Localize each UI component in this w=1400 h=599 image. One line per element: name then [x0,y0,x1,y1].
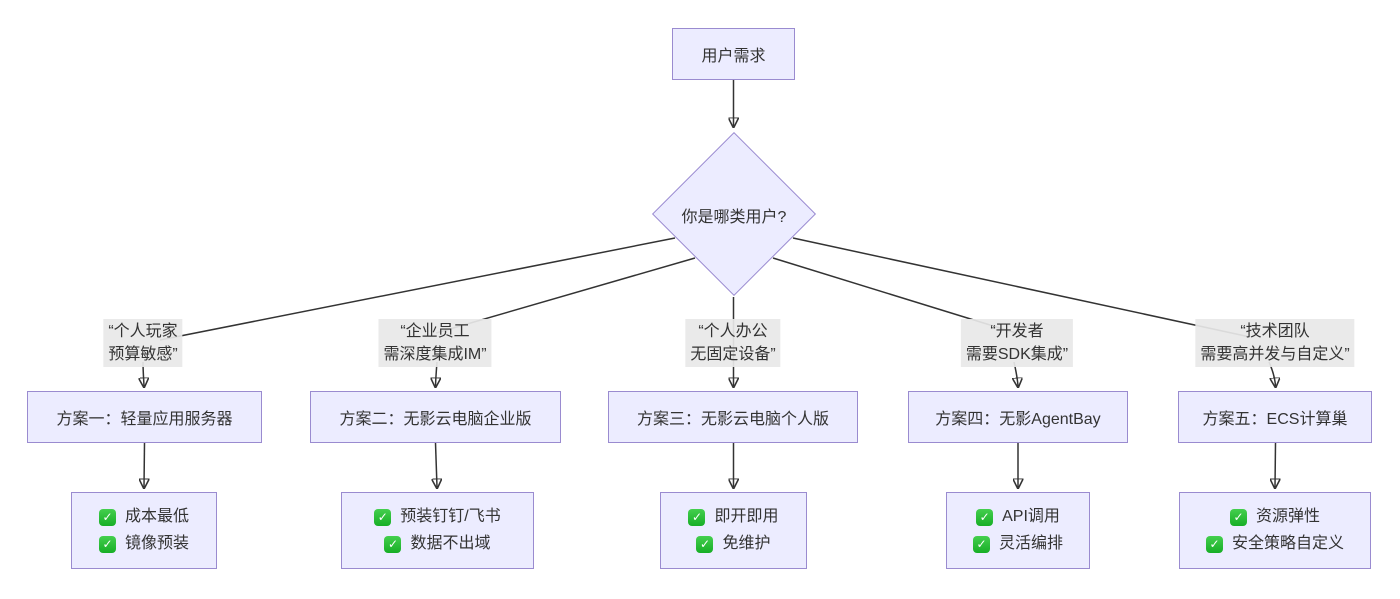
solution-node-2-label: 方案二：无影云电脑企业版 [339,411,532,428]
result-node-2: ✓ 预装钉钉/飞书 ✓ 数据不出域 [341,492,534,569]
check-icon: ✓ [972,535,990,553]
benefit-text: 数据不出域 [410,535,491,552]
edge-label-tech-team: “技术团队 需要高并发与自定义” [1195,319,1355,367]
edge-label-enterprise-employee: “企业员工 需深度集成IM” [378,319,492,367]
check-icon: ✓ [98,508,116,526]
solution-node-2: 方案二：无影云电脑企业版 [310,391,561,443]
edge-label-line: “企业员工 [400,323,470,340]
edge-label-line: 需深度集成IM” [383,346,487,363]
benefit-text: 免维护 [722,535,771,552]
benefit-line: ✓ 资源弹性 [1229,504,1320,530]
edge-label-personal-office: “个人办公 无固定设备” [685,319,781,367]
edge-label-line: 需要SDK集成” [965,346,1069,363]
solution-node-5-label: 方案五：ECS计算巢 [1202,411,1348,428]
check-icon: ✓ [688,508,706,526]
edge-label-personal-gamer: “个人玩家 预算敏感” [103,319,183,367]
solution-node-5: 方案五：ECS计算巢 [1178,391,1372,443]
result-node-4: ✓ API调用 ✓ 灵活编排 [946,492,1090,569]
solution-node-1-label: 方案一：轻量应用服务器 [56,411,233,428]
check-icon: ✓ [384,535,402,553]
check-icon: ✓ [976,508,994,526]
benefit-line: ✓ 镜像预装 [98,531,189,557]
benefit-text: 灵活编排 [998,535,1063,552]
benefit-line: ✓ 免维护 [696,531,771,557]
edge-label-line: 预算敏感” [108,346,178,363]
benefit-line: ✓ 即开即用 [688,504,779,530]
edge-label-line: “个人办公 [698,323,768,340]
benefit-line: ✓ 预装钉钉/飞书 [374,504,501,530]
edge-label-line: “开发者 [990,323,1044,340]
benefit-text: 预装钉钉/飞书 [400,508,501,525]
check-icon: ✓ [1205,535,1223,553]
edge-label-line: “技术团队 [1240,323,1310,340]
solution-node-1: 方案一：轻量应用服务器 [27,391,262,443]
check-icon: ✓ [1229,508,1247,526]
edge-label-developer: “开发者 需要SDK集成” [960,319,1074,367]
benefit-text: API调用 [1002,508,1060,525]
benefit-line: ✓ 安全策略自定义 [1205,531,1344,557]
result-node-1: ✓ 成本最低 ✓ 镜像预装 [71,492,217,569]
solution-node-4: 方案四：无影AgentBay [908,391,1128,443]
check-icon: ✓ [98,535,116,553]
result-node-3: ✓ 即开即用 ✓ 免维护 [660,492,807,569]
edge-label-line: 需要高并发与自定义” [1200,346,1350,363]
decision-diamond-label: 你是哪类用户? [681,209,787,226]
benefit-line: ✓ 成本最低 [98,504,189,530]
node-user-requirement-label: 用户需求 [701,48,766,65]
node-user-requirement: 用户需求 [672,28,795,80]
benefit-line: ✓ 灵活编排 [972,531,1063,557]
edge-label-line: “个人玩家 [108,323,178,340]
edge-label-line: 无固定设备” [690,346,776,363]
benefit-text: 安全策略自定义 [1231,535,1344,552]
benefit-text: 即开即用 [714,508,779,525]
solution-node-4-label: 方案四：无影AgentBay [935,411,1101,428]
solution-node-3: 方案三：无影云电脑个人版 [608,391,858,443]
benefit-line: ✓ API调用 [976,504,1060,530]
solution-node-3-label: 方案三：无影云电脑个人版 [636,411,829,428]
benefit-text: 资源弹性 [1255,508,1320,525]
result-node-5: ✓ 资源弹性 ✓ 安全策略自定义 [1179,492,1371,569]
check-icon: ✓ [374,508,392,526]
benefit-text: 镜像预装 [124,535,189,552]
benefit-line: ✓ 数据不出域 [384,531,491,557]
check-icon: ✓ [696,535,714,553]
benefit-text: 成本最低 [124,508,189,525]
